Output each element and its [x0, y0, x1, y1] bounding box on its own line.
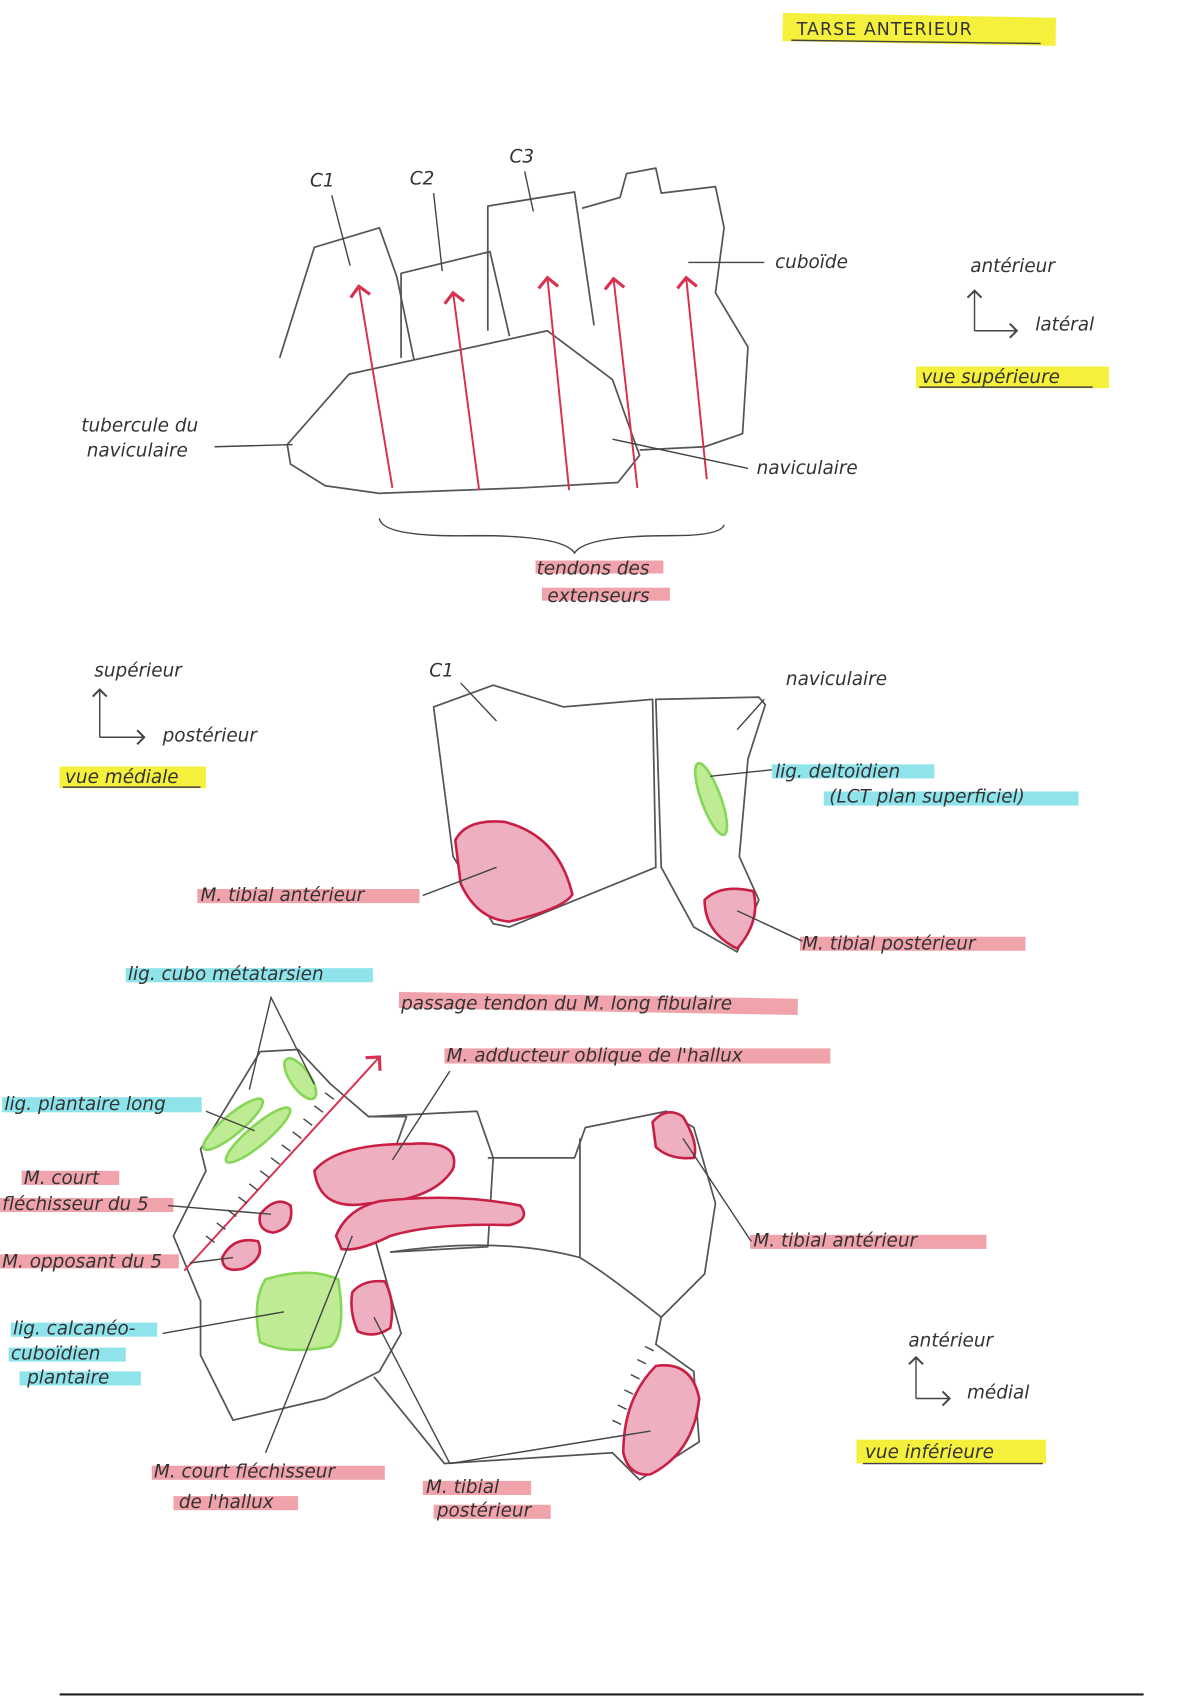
svg-text:fléchisseur du 5: fléchisseur du 5 — [2, 1194, 149, 1215]
svg-text:TARSE ANTERIEUR: TARSE ANTERIEUR — [796, 20, 973, 40]
svg-text:antérieur: antérieur — [908, 1330, 994, 1351]
svg-text:tendons des: tendons des — [537, 559, 650, 580]
label-flexor-short-hallux: M. court fléchisseur de l'hallux — [151, 1235, 385, 1513]
svg-text:M. tibial antérieur: M. tibial antérieur — [201, 885, 366, 906]
label-deltoid-ligament: lig. deltoïdien (LCT plan superficiel) — [709, 761, 1079, 807]
svg-text:M. tibial: M. tibial — [426, 1477, 500, 1498]
svg-text:supérieur: supérieur — [94, 661, 183, 682]
label-long-fibular-passage: passage tendon du M. long fibulaire — [398, 991, 798, 1016]
medial-view: C1 naviculaire lig. deltoïdien (LCT plan… — [59, 661, 1079, 955]
svg-text:vue supérieure: vue supérieure — [921, 367, 1060, 388]
bone-talus-head-inferior — [390, 1244, 581, 1259]
svg-text:C3: C3 — [509, 147, 534, 168]
svg-text:M. court: M. court — [24, 1168, 100, 1189]
label-tibialis-posterior-medial: M. tibial postérieur — [736, 910, 1026, 955]
bone-c2 — [400, 250, 511, 358]
cubo-metatarsal-ligament-1 — [283, 1057, 318, 1101]
svg-text:plantaire: plantaire — [26, 1367, 109, 1388]
deltoid-ligament — [693, 761, 729, 837]
tibialis-posterior-navicular — [622, 1364, 701, 1476]
label-flexor-short-5: M. court fléchisseur du 5 — [0, 1168, 272, 1215]
label-c1: C1 — [310, 171, 351, 266]
svg-text:vue inférieure: vue inférieure — [865, 1442, 994, 1463]
label-c2: C2 — [410, 168, 443, 272]
label-tubercle: tubercule du naviculaire — [81, 416, 293, 462]
tibialis-anterior-inferior — [651, 1111, 697, 1160]
long-plantar-ligament-2 — [224, 1106, 292, 1164]
label-tibialis-anterior-medial: M. tibial antérieur — [197, 866, 497, 906]
svg-text:postérieur: postérieur — [436, 1501, 533, 1522]
svg-text:vue médiale: vue médiale — [65, 767, 179, 788]
label-extensor-tendons: tendons des extenseurs — [535, 559, 670, 607]
svg-text:latéral: latéral — [1035, 315, 1095, 336]
orientation-axes-superior: antérieur latéral — [966, 256, 1095, 339]
svg-text:tubercule du: tubercule du — [81, 416, 198, 437]
tendon-groove-hatching — [205, 1092, 654, 1426]
label-tibialis-posterior-inferior: M. tibial postérieur — [373, 1316, 651, 1522]
tibialis-posterior-inferior — [350, 1279, 394, 1336]
label-tibialis-anterior-inferior: M. tibial antérieur — [682, 1137, 987, 1252]
bone-medial-cuneiform-inferior — [579, 1138, 662, 1318]
svg-text:lig. plantaire long: lig. plantaire long — [4, 1094, 165, 1115]
opponens-5 — [220, 1239, 262, 1272]
label-cubo-metatarsal: lig. cubo métatarsien — [125, 964, 373, 1090]
bone-cuboid — [581, 167, 749, 451]
svg-text:lig. cubo métatarsien: lig. cubo métatarsien — [128, 964, 324, 985]
svg-text:cuboïde: cuboïde — [775, 252, 848, 273]
label-navicular: naviculaire — [612, 438, 858, 479]
svg-text:extenseurs: extenseurs — [547, 586, 650, 607]
svg-text:postérieur: postérieur — [162, 726, 259, 747]
svg-text:naviculaire: naviculaire — [87, 441, 188, 462]
view-label-inferior: vue inférieure — [856, 1439, 1047, 1465]
orientation-axes-inferior: antérieur médial — [908, 1330, 1030, 1407]
inferior-view: lig. cubo métatarsien passage tendon du … — [0, 964, 1047, 1522]
flexor-short-5 — [258, 1200, 293, 1234]
label-opponens-5: M. opposant du 5 — [0, 1251, 234, 1272]
page-title: TARSE ANTERIEUR — [782, 12, 1057, 46]
svg-text:C1: C1 — [429, 661, 454, 682]
orientation-axes-medial: supérieur postérieur — [91, 661, 259, 747]
label-c1-medial: C1 — [429, 661, 497, 722]
label-adductor-oblique: M. adducteur oblique de l'hallux — [391, 1045, 831, 1161]
label-calcaneocuboid: lig. calcanéo- cuboïdien plantaire — [8, 1311, 285, 1388]
svg-text:médial: médial — [967, 1383, 1030, 1404]
tibialis-posterior-insertion — [703, 887, 757, 951]
svg-text:(LCT plan superficiel): (LCT plan superficiel) — [829, 786, 1025, 807]
tendons-brace — [378, 518, 725, 555]
tibialis-anterior-insertion — [453, 820, 574, 923]
svg-text:lig. deltoïdien: lig. deltoïdien — [775, 761, 900, 782]
superior-view: C1 C2 C3 cuboïde tubercule du naviculair… — [81, 147, 1109, 607]
bone-c1 — [278, 226, 415, 361]
svg-text:M. opposant du 5: M. opposant du 5 — [2, 1251, 162, 1272]
svg-text:naviculaire: naviculaire — [757, 458, 858, 479]
extensor-tendon-arrows — [349, 275, 708, 491]
svg-text:M. tibial antérieur: M. tibial antérieur — [753, 1231, 918, 1252]
svg-text:M. court fléchisseur: M. court fléchisseur — [154, 1462, 337, 1483]
bone-cuboid-inferior — [172, 1048, 408, 1422]
svg-text:M. tibial postérieur: M. tibial postérieur — [802, 934, 977, 955]
svg-text:naviculaire: naviculaire — [786, 669, 887, 690]
long-plantar-ligament-1 — [202, 1097, 265, 1152]
label-long-plantar: lig. plantaire long — [2, 1094, 256, 1132]
flexor-short-hallux — [334, 1196, 526, 1251]
view-label-superior: vue supérieure — [915, 366, 1109, 389]
adductor-oblique-hallux — [313, 1142, 456, 1207]
view-label-medial: vue médiale — [59, 766, 206, 789]
calcaneocuboid-ligament — [255, 1271, 343, 1352]
svg-text:cuboïdien: cuboïdien — [11, 1343, 101, 1364]
svg-text:M. adducteur oblique de l'hall: M. adducteur oblique de l'hallux — [447, 1045, 744, 1066]
svg-text:de l'hallux: de l'hallux — [179, 1492, 275, 1513]
svg-text:lig. calcanéo-: lig. calcanéo- — [13, 1319, 135, 1340]
svg-text:C1: C1 — [310, 171, 335, 192]
svg-text:antérieur: antérieur — [970, 256, 1056, 277]
label-c3: C3 — [509, 147, 534, 212]
long-fibular-tendon-arrow — [183, 1055, 382, 1272]
label-navicular-medial: naviculaire — [736, 669, 887, 731]
bone-navicular — [286, 329, 641, 495]
svg-text:C2: C2 — [410, 168, 435, 189]
label-cuboid: cuboïde — [688, 252, 848, 273]
svg-text:passage tendon du M. long fibu: passage tendon du M. long fibulaire — [400, 993, 732, 1014]
